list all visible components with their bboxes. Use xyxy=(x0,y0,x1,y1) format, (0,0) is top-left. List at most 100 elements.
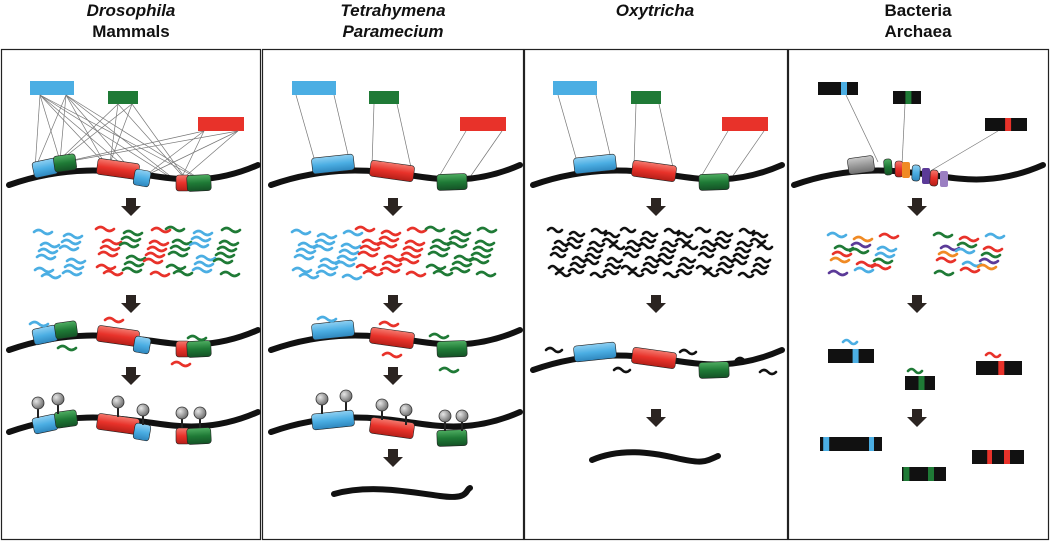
small-rna xyxy=(853,266,875,274)
small-rna xyxy=(316,232,338,240)
down-arrow-icon xyxy=(646,295,666,313)
small-rna xyxy=(218,239,240,247)
connector-line xyxy=(845,94,879,163)
lollipop-mark-icon xyxy=(315,392,329,406)
connector-line xyxy=(59,130,205,164)
small-rna xyxy=(379,266,401,274)
connector-line xyxy=(179,130,205,182)
small-rna xyxy=(60,238,82,246)
down-arrow-icon xyxy=(907,198,927,216)
genome-segment xyxy=(436,173,468,191)
small-rna xyxy=(33,266,55,274)
small-rna xyxy=(874,251,896,259)
small-rna xyxy=(642,261,660,269)
small-rna xyxy=(220,226,242,234)
connector-line xyxy=(926,130,999,174)
small-rna xyxy=(97,250,119,258)
spacer-block xyxy=(818,82,858,95)
small-rna xyxy=(150,226,172,234)
small-rna xyxy=(588,240,606,248)
small-rna xyxy=(316,315,338,323)
small-rna xyxy=(94,225,116,233)
small-rna xyxy=(546,226,564,234)
small-rna xyxy=(937,250,959,258)
small-rna xyxy=(750,268,768,276)
down-arrow-icon xyxy=(383,367,403,385)
small-rna xyxy=(293,253,315,261)
small-rna xyxy=(662,271,680,279)
lollipop-mark-icon xyxy=(51,392,65,406)
genome-segment xyxy=(573,341,617,363)
small-rna xyxy=(378,320,400,328)
small-rna xyxy=(716,230,734,238)
small-rna xyxy=(695,264,713,272)
small-rna xyxy=(547,264,565,272)
small-rna xyxy=(749,237,767,245)
small-rna xyxy=(906,367,924,375)
genome-segment xyxy=(929,169,939,187)
small-rna xyxy=(378,235,400,243)
small-rna xyxy=(956,241,978,249)
header-line1: Drosophila xyxy=(86,1,176,20)
small-rna xyxy=(730,258,748,266)
small-rna xyxy=(125,254,147,262)
small-rna xyxy=(678,348,698,356)
small-rna xyxy=(405,270,427,278)
small-rna xyxy=(935,256,957,264)
source-block xyxy=(292,81,336,95)
small-rna xyxy=(958,235,980,243)
small-rna xyxy=(315,269,337,277)
small-rna xyxy=(932,231,954,239)
connector-line xyxy=(39,94,179,183)
small-rna xyxy=(544,346,564,354)
connector-line xyxy=(65,94,106,165)
spacer-block xyxy=(902,467,946,481)
small-rna xyxy=(602,268,620,276)
connector-line xyxy=(39,94,204,182)
genome-segment xyxy=(311,153,355,175)
small-rna xyxy=(751,231,769,239)
small-rna xyxy=(982,245,1004,253)
small-rna xyxy=(663,227,681,235)
small-rna xyxy=(142,257,164,265)
small-rna xyxy=(619,226,637,234)
connector-line xyxy=(109,103,119,164)
spacer-stripe xyxy=(998,361,1005,375)
lollipop-mark-icon xyxy=(339,389,353,403)
genome-segment xyxy=(436,340,468,358)
small-rna xyxy=(551,245,569,253)
small-rna xyxy=(659,246,677,254)
small-rna xyxy=(65,257,87,265)
genome-segment xyxy=(369,160,415,182)
small-rna xyxy=(756,243,774,251)
spacer-purple xyxy=(922,168,930,184)
small-rna xyxy=(567,267,585,275)
cleaved-gap xyxy=(992,450,1004,464)
lollipop-mark-icon xyxy=(438,409,452,423)
down-arrow-icon xyxy=(121,295,141,313)
small-rna xyxy=(472,245,494,253)
small-rna xyxy=(564,242,582,250)
spacer-stripe xyxy=(1004,450,1010,464)
small-rna xyxy=(338,248,360,256)
small-rna xyxy=(677,262,695,270)
small-rna xyxy=(341,273,363,281)
small-rna xyxy=(676,231,694,239)
small-rna xyxy=(841,338,859,346)
small-rna xyxy=(438,366,460,374)
small-rna xyxy=(620,264,638,272)
connector-line xyxy=(144,130,205,177)
small-rna xyxy=(586,246,604,254)
header-tetrahymena-paramecium: Tetrahymena Paramecium xyxy=(262,0,524,42)
small-rna xyxy=(736,240,754,248)
small-rna xyxy=(933,269,955,277)
small-rna xyxy=(56,344,78,352)
small-rna xyxy=(192,229,214,237)
small-rna xyxy=(876,245,898,253)
connector-line xyxy=(633,103,637,167)
connector-line xyxy=(901,103,906,166)
small-rna xyxy=(216,245,238,253)
small-rna xyxy=(28,320,50,328)
small-rna xyxy=(291,266,313,274)
small-rna xyxy=(357,250,379,258)
